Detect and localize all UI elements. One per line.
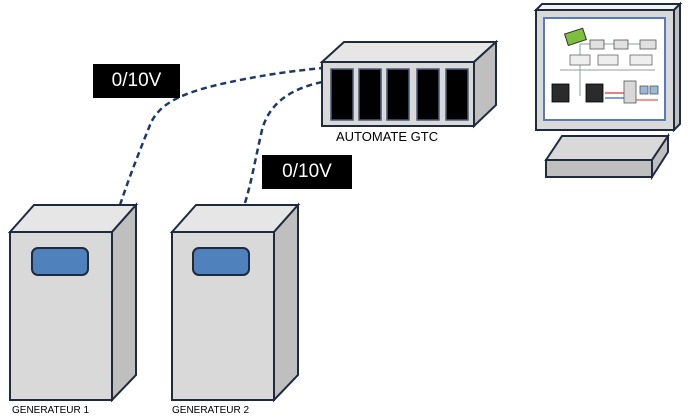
automate-rack-icon (319, 39, 499, 129)
pc-monitor-icon (533, 1, 683, 133)
generator2-label: GENERATEUR 2 (172, 405, 250, 416)
synoptic-screen-icon (551, 27, 659, 104)
signal-badge-generator2: 0/10V (262, 155, 352, 189)
link-automate-generator1 (118, 66, 323, 206)
link-automate-generator2 (243, 80, 323, 204)
generator-cabinet-icon (7, 202, 139, 403)
automate-label: AUTOMATE GTC (336, 129, 439, 144)
pc-base-icon (544, 132, 670, 181)
rack-slots (330, 68, 469, 121)
generator1-label: GENERATEUR 1 (12, 405, 90, 416)
generator-cabinet-icon (169, 202, 301, 403)
signal-badge-generator1: 0/10V (93, 64, 180, 98)
